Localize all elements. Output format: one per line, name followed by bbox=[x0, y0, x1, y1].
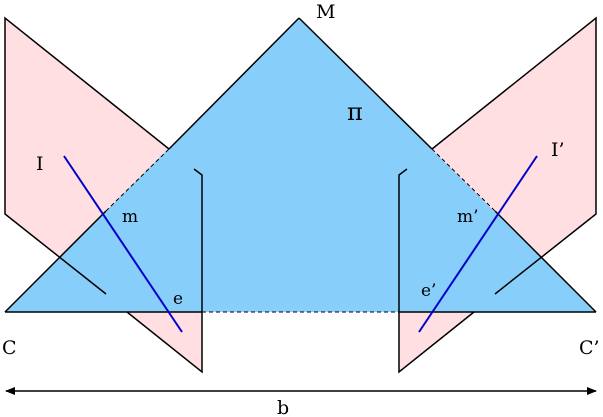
right-epipolar-line bbox=[418, 155, 538, 333]
label-right-image: I’ bbox=[551, 139, 565, 161]
left-epipolar-line bbox=[63, 155, 183, 333]
label-baseline: b bbox=[277, 397, 289, 417]
label-epipolar-plane: π bbox=[347, 98, 363, 126]
hidden-edges bbox=[105, 148, 496, 313]
label-left-image: I bbox=[36, 153, 44, 175]
image-plane-outlines bbox=[4, 16, 597, 374]
label-left-center: C bbox=[2, 337, 17, 359]
label-right-epipole: e’ bbox=[421, 281, 436, 301]
label-left-epipole: e bbox=[173, 289, 183, 309]
label-right-center: C’ bbox=[579, 337, 600, 359]
label-left-point: m bbox=[122, 207, 138, 227]
label-right-point: m’ bbox=[457, 207, 479, 227]
label-apex-m: M bbox=[316, 1, 335, 23]
epipolar-plane-triangle bbox=[5, 18, 596, 312]
